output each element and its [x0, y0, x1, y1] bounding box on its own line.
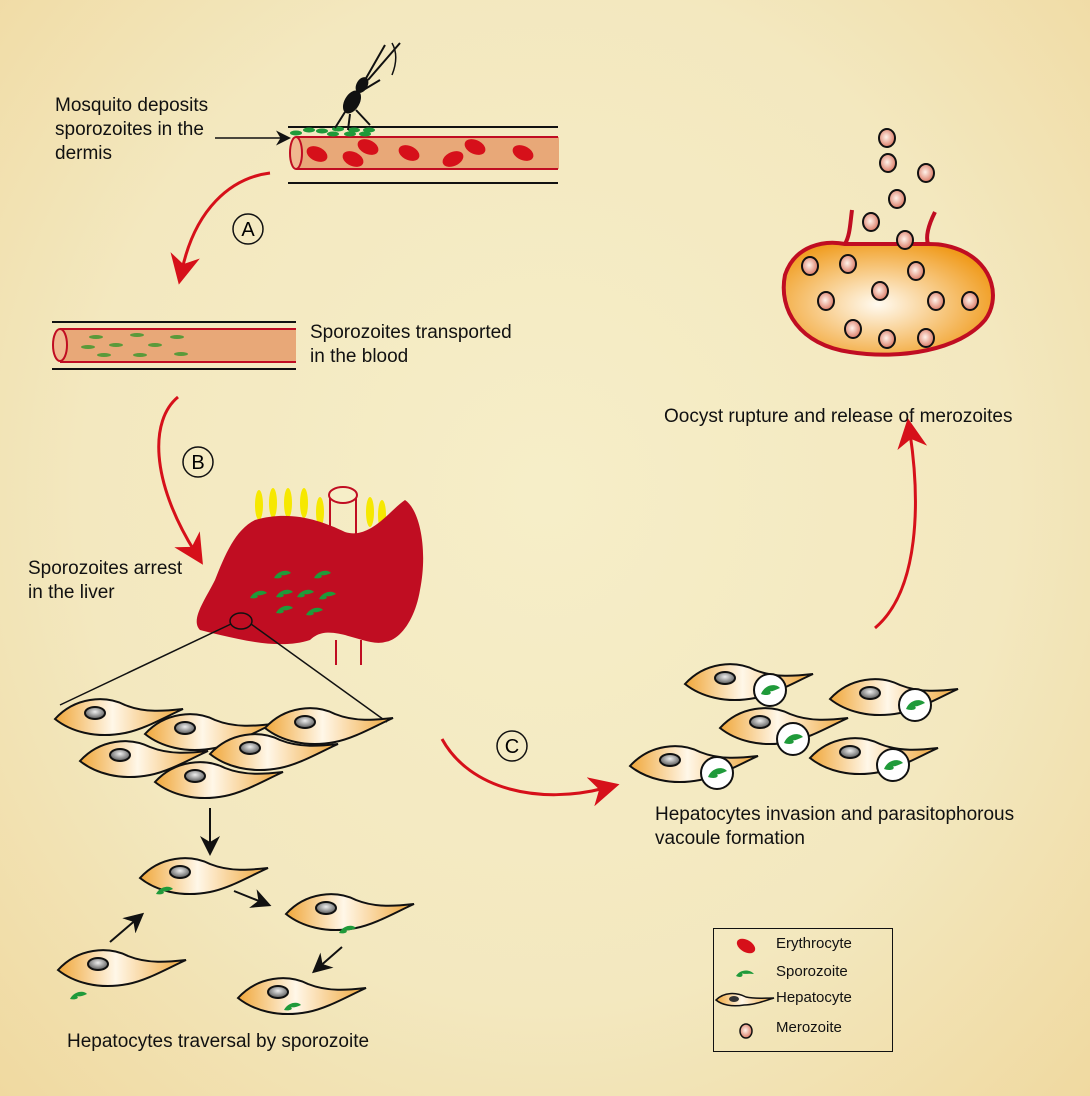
invaded-hepatocytes: [629, 663, 959, 790]
step-c-label: C: [505, 736, 519, 758]
sporozoite-icon: [736, 970, 754, 977]
blood-vessel: [52, 321, 296, 370]
transport-label: Sporozoites transported in the blood: [310, 322, 512, 367]
liver-icon: [196, 486, 424, 665]
step-b-label: B: [191, 452, 204, 474]
step-a-label: A: [241, 219, 255, 241]
invasion-label: Hepatocytes invasion and parasitophorous…: [655, 804, 1015, 849]
legend-item-merozoite: Merozoite: [714, 1017, 892, 1043]
mosquito-label: Mosquito deposits sporozoites in the der…: [55, 95, 209, 164]
rupture-label: Oocyst rupture and release of merozoites: [664, 406, 1013, 427]
oocyst-icon: [781, 128, 995, 357]
hepatocyte-icon: [714, 992, 775, 1007]
legend-item-erythrocyte: Erythrocyte: [714, 933, 892, 959]
liver-label: Sporozoites arrest in the liver: [28, 558, 183, 603]
legend-item-sporozoite: Sporozoite: [714, 961, 892, 987]
dermis-vessel: [288, 126, 559, 184]
erythrocyte-icon: [736, 938, 756, 954]
traversal-label: Hepatocytes traversal by sporozoite: [67, 1031, 370, 1052]
legend: Erythrocyte Sporozoite Hepatocyte Merozo…: [713, 928, 893, 1052]
legend-item-hepatocyte: Hepatocyte: [714, 987, 892, 1013]
mosquito-icon: [334, 42, 401, 131]
hepatocyte-cluster: [54, 698, 394, 800]
traversal-cells: [57, 857, 415, 1016]
merozoite-icon: [739, 1023, 753, 1039]
